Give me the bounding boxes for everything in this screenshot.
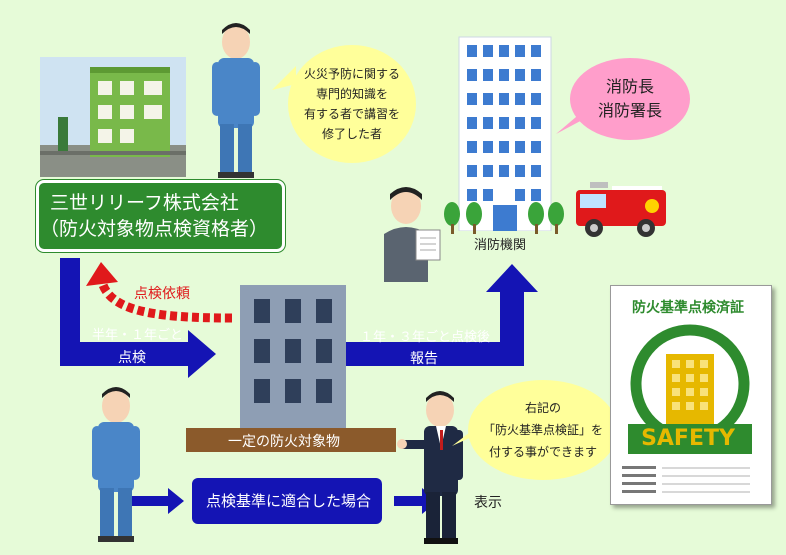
trees-illustration bbox=[444, 202, 564, 234]
company-box bbox=[36, 180, 285, 252]
to-compliance-arrow bbox=[130, 488, 184, 514]
report-frequency-label: １年・３年ごと点検後 bbox=[360, 330, 491, 345]
businessman-figure bbox=[396, 388, 476, 544]
display-bubble: 右記の 「防火基準点検証」を 付する事ができます bbox=[468, 380, 618, 480]
request-arrowhead bbox=[86, 262, 118, 286]
frequency-label: 半年・１年ごと bbox=[92, 328, 184, 343]
display-label: 表示 bbox=[474, 495, 502, 511]
certificate-title: 防火基準点検済証 bbox=[632, 300, 744, 316]
compliance-label: 点検基準に適合した場合 bbox=[206, 492, 372, 510]
company-name: 三世リリーフ株式会社 bbox=[50, 192, 239, 214]
fire-agency-building bbox=[455, 33, 555, 232]
request-arrow bbox=[97, 280, 233, 323]
company-building-photo bbox=[40, 57, 186, 177]
target-building-label: 一定の防火対象物 bbox=[228, 434, 340, 450]
fire-chief-bubble: 消防長 消防署長 bbox=[570, 58, 690, 140]
target-building-base bbox=[186, 428, 396, 452]
report-label: 報告 bbox=[410, 351, 438, 367]
qualification-bubble-tail bbox=[272, 66, 296, 90]
inspector-worker-figure bbox=[208, 20, 264, 180]
certificate-badge-text: SAFETY bbox=[641, 426, 735, 451]
certificate-emblem bbox=[622, 320, 758, 460]
inspection-arrow bbox=[60, 258, 216, 378]
compliance-box bbox=[192, 478, 382, 524]
target-building bbox=[240, 285, 346, 435]
report-arrow bbox=[346, 264, 538, 366]
request-label: 点検依頼 bbox=[134, 286, 190, 302]
qualification-bubble: 火災予防に関する 専門的知識を 有する者で講習を 修了した者 bbox=[288, 45, 416, 163]
company-qualification: （防火対象物点検資格者） bbox=[40, 218, 269, 240]
fire-official-figure bbox=[380, 184, 444, 282]
worker-figure-bottom bbox=[88, 384, 144, 544]
fire-truck-illustration bbox=[572, 176, 672, 240]
fire-agency-label: 消防機関 bbox=[474, 238, 527, 253]
certificate-form-lines bbox=[622, 466, 750, 493]
inspection-label: 点検 bbox=[118, 350, 146, 366]
